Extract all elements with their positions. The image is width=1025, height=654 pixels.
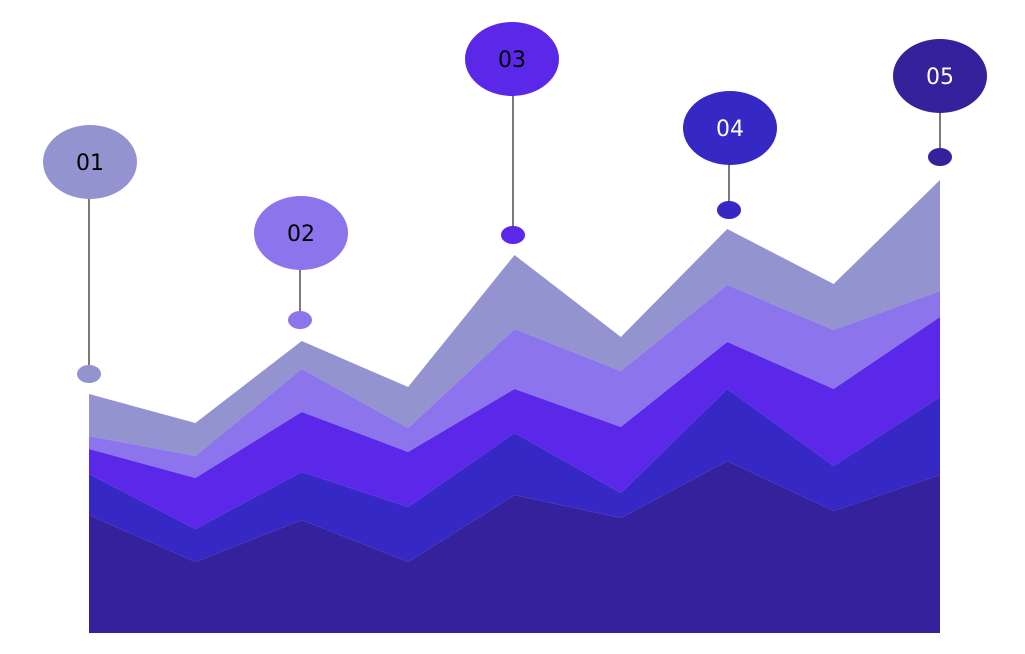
callout-bubble [893, 39, 987, 113]
area-series-01 [89, 180, 940, 456]
callout-dot [501, 226, 525, 244]
callout-label: 04 [716, 117, 744, 142]
callout-02: 02 [254, 196, 348, 329]
callout-label: 02 [287, 222, 315, 247]
callout-dot [928, 148, 952, 166]
area-series-04 [89, 389, 940, 562]
callout-label: 01 [76, 151, 104, 176]
callout-label: 03 [498, 48, 526, 73]
area-series-03 [89, 317, 940, 529]
callout-markers: 01 02 03 04 05 [43, 22, 987, 383]
callout-04: 04 [683, 91, 777, 219]
callout-bubble [683, 91, 777, 165]
area-series-05 [89, 461, 940, 633]
area-layers [89, 180, 940, 633]
callout-bubble [465, 22, 559, 96]
callout-dot [77, 365, 101, 383]
callout-dot [288, 311, 312, 329]
callout-05: 05 [893, 39, 987, 166]
callout-dot [717, 201, 741, 219]
callout-03: 03 [465, 22, 559, 244]
callout-bubble [254, 196, 348, 270]
callout-bubble [43, 125, 137, 199]
area-series-02 [89, 285, 940, 478]
callout-label: 05 [926, 65, 954, 90]
callout-01: 01 [43, 125, 137, 383]
